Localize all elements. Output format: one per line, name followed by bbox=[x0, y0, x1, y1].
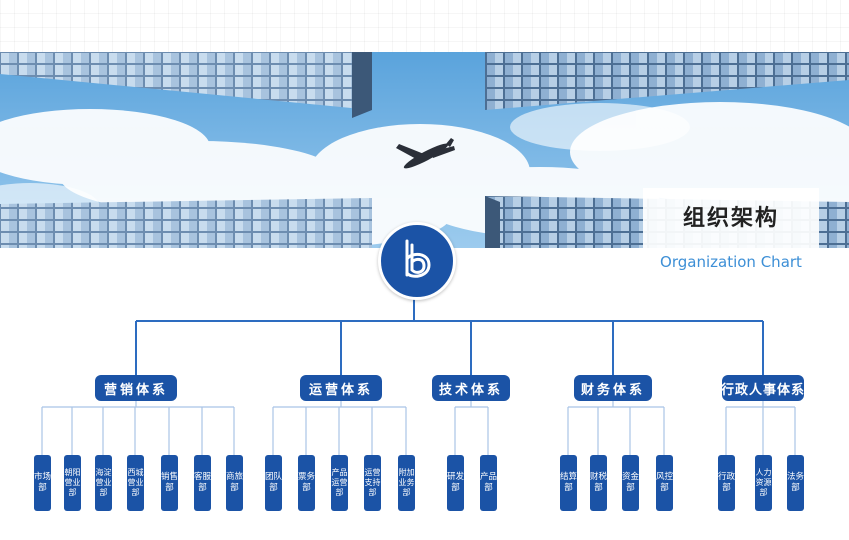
company-logo bbox=[378, 222, 456, 300]
dept-box: 结算部 bbox=[560, 455, 577, 511]
dept-box: 客服部 bbox=[194, 455, 211, 511]
sky-buildings-illustration bbox=[0, 52, 849, 248]
dept-box: 西城营业部 bbox=[127, 455, 144, 511]
title-panel bbox=[643, 188, 819, 248]
chart-title: 组织架构 bbox=[682, 206, 779, 231]
bottom-margin bbox=[0, 522, 849, 540]
hero-image bbox=[0, 52, 849, 248]
dept-box: 产品部 bbox=[480, 455, 497, 511]
dept-box: 研发部 bbox=[447, 455, 464, 511]
dept-box: 人力资源部 bbox=[755, 455, 772, 511]
dept-box: 销售部 bbox=[161, 455, 178, 511]
dept-box: 运营支持部 bbox=[364, 455, 381, 511]
dept-box: 产品运营部 bbox=[331, 455, 348, 511]
dept-box: 团队部 bbox=[265, 455, 282, 511]
dept-box: 朝阳营业部 bbox=[64, 455, 81, 511]
top-grid-strip bbox=[0, 0, 849, 52]
dept-box: 票务部 bbox=[298, 455, 315, 511]
dept-box: 市场部 bbox=[34, 455, 51, 511]
group-operations: 运营体系 bbox=[300, 375, 382, 401]
dept-box: 商旅部 bbox=[226, 455, 243, 511]
dept-box: 法务部 bbox=[787, 455, 804, 511]
dept-box: 风控部 bbox=[656, 455, 673, 511]
dept-box: 附加业务部 bbox=[398, 455, 415, 511]
dept-box: 财税部 bbox=[590, 455, 607, 511]
group-technology: 技术体系 bbox=[432, 375, 510, 401]
dept-box: 行政部 bbox=[718, 455, 735, 511]
group-finance: 财务体系 bbox=[574, 375, 652, 401]
group-admin-hr: 行政人事体系 bbox=[721, 375, 804, 401]
chart-subtitle: Organization Chart bbox=[660, 253, 802, 271]
group-marketing: 营销体系 bbox=[95, 375, 177, 401]
dept-box: 资金部 bbox=[622, 455, 639, 511]
b-logo-icon bbox=[405, 239, 431, 278]
dept-box: 海淀营业部 bbox=[95, 455, 112, 511]
